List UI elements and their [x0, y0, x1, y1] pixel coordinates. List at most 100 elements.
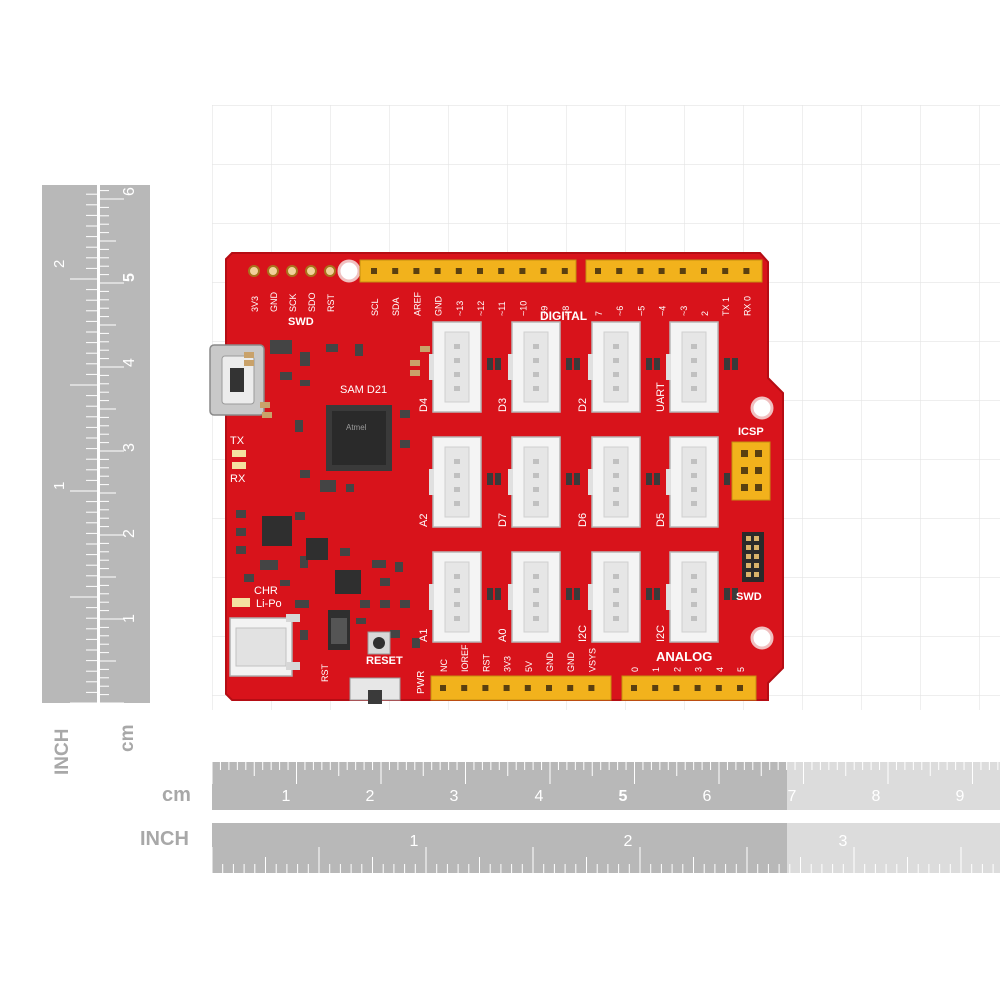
smd-component: [300, 470, 310, 478]
vertical-cm-label: cm: [117, 725, 138, 752]
header-pin: [652, 685, 659, 691]
smd-component: [360, 600, 370, 608]
header-pin-label: 2: [672, 667, 682, 672]
smd-component: [295, 512, 305, 520]
header-pin-label: VSYS: [587, 648, 597, 672]
header-pin: [715, 685, 722, 691]
header-pin-label: ~9: [540, 306, 550, 316]
grove-connector[interactable]: [429, 551, 482, 643]
header-pin: [743, 268, 750, 274]
grove-label: D2: [577, 398, 589, 412]
header-pin: [498, 268, 505, 274]
swd-pad: [248, 265, 260, 277]
grove-connector[interactable]: [666, 551, 719, 643]
vertical-cm-tick-label: 4: [121, 358, 138, 367]
smd-component: [346, 484, 354, 492]
header-pin-label: 5V: [524, 661, 534, 672]
swd-pin-label: 3V3: [250, 296, 260, 312]
swd-right-label: SWD: [736, 591, 762, 603]
mounting-hole: [750, 396, 774, 420]
grove-connector[interactable]: [429, 321, 482, 413]
swd-pin: [746, 536, 751, 541]
header-pin: [631, 685, 637, 691]
smd-component: [300, 380, 310, 386]
grove-connector[interactable]: [508, 551, 561, 643]
grove-connector[interactable]: [508, 436, 561, 528]
header-pin: [455, 268, 462, 274]
header-pin-label: AREF: [412, 291, 422, 316]
smd-component: [236, 528, 246, 536]
smd-component: [400, 600, 410, 608]
header-pin: [737, 685, 743, 691]
swd-pin: [754, 572, 759, 577]
icsp-pin: [741, 450, 748, 457]
grove-label: A1: [418, 629, 430, 642]
smd-component: [236, 546, 246, 554]
grove-connector[interactable]: [588, 321, 641, 413]
header-pin: [722, 268, 729, 274]
horizontal-cm-tick-label: 6: [703, 788, 712, 805]
reset-button[interactable]: [367, 631, 391, 655]
grove-connector[interactable]: [508, 321, 561, 413]
regulator-chip: [306, 538, 328, 560]
horizontal-cm-tick-label: 2: [366, 788, 375, 805]
horizontal-inch-tick-label: 2: [624, 833, 633, 850]
rst-label: RST: [320, 663, 330, 682]
grove-connector[interactable]: [588, 436, 641, 528]
tx-led: [232, 450, 246, 457]
smd-component: [295, 420, 303, 432]
header-pin-label: ~13: [455, 301, 465, 316]
grove-connector[interactable]: [666, 321, 719, 413]
icsp-pin: [755, 450, 762, 457]
swd-pin: [746, 563, 751, 568]
swd-pad: [286, 265, 298, 277]
grove-label: A2: [418, 514, 430, 527]
rx-led-label: RX: [230, 473, 246, 485]
header-pin: [546, 685, 552, 691]
smd-component: [400, 440, 410, 448]
smd-component: [280, 580, 290, 586]
smd-resistor-pair: [487, 473, 501, 485]
smd-component: [320, 480, 336, 492]
grove-connector[interactable]: [429, 436, 482, 528]
smd-component: [300, 556, 308, 568]
header-pin-label: 3V3: [503, 656, 513, 672]
smd-capacitor: [410, 360, 420, 366]
header-pin-label: SDA: [391, 297, 401, 316]
icsp-pin: [755, 467, 762, 474]
smd-resistor-pair: [646, 473, 660, 485]
horizontal-cm-tick-label: 5: [619, 788, 628, 805]
swd-pin: [746, 554, 751, 559]
rx-led: [232, 462, 246, 469]
grove-label: UART: [655, 382, 667, 412]
horizontal-cm-tick-label: 1: [282, 788, 291, 805]
header-pin: [519, 268, 526, 274]
smd-component: [355, 344, 363, 356]
grove-label: I2C: [655, 625, 667, 642]
vertical-inch-ruler: 21 INCH: [42, 185, 97, 775]
smd-component: [372, 560, 386, 568]
smd-resistor-pair: [566, 588, 580, 600]
swd-pin: [754, 536, 759, 541]
header-pin: [434, 268, 441, 274]
smd-capacitor: [262, 412, 272, 418]
grove-connector[interactable]: [666, 436, 719, 528]
smd-component: [260, 560, 278, 570]
power-switch[interactable]: [349, 677, 401, 704]
header-pin: [503, 685, 510, 691]
swd-pin: [746, 572, 751, 577]
swd-pin-label: SDO: [307, 292, 317, 312]
swd-pin: [754, 563, 759, 568]
header-pin-label: 2: [700, 311, 710, 316]
grove-connector[interactable]: [588, 551, 641, 643]
vertical-inch-tick-label: 2: [51, 260, 68, 268]
header-pin: [588, 685, 595, 691]
icsp-pin: [741, 467, 748, 474]
charger-chip: [262, 516, 292, 546]
header-pin: [413, 268, 420, 274]
swd-pin: [746, 545, 751, 550]
